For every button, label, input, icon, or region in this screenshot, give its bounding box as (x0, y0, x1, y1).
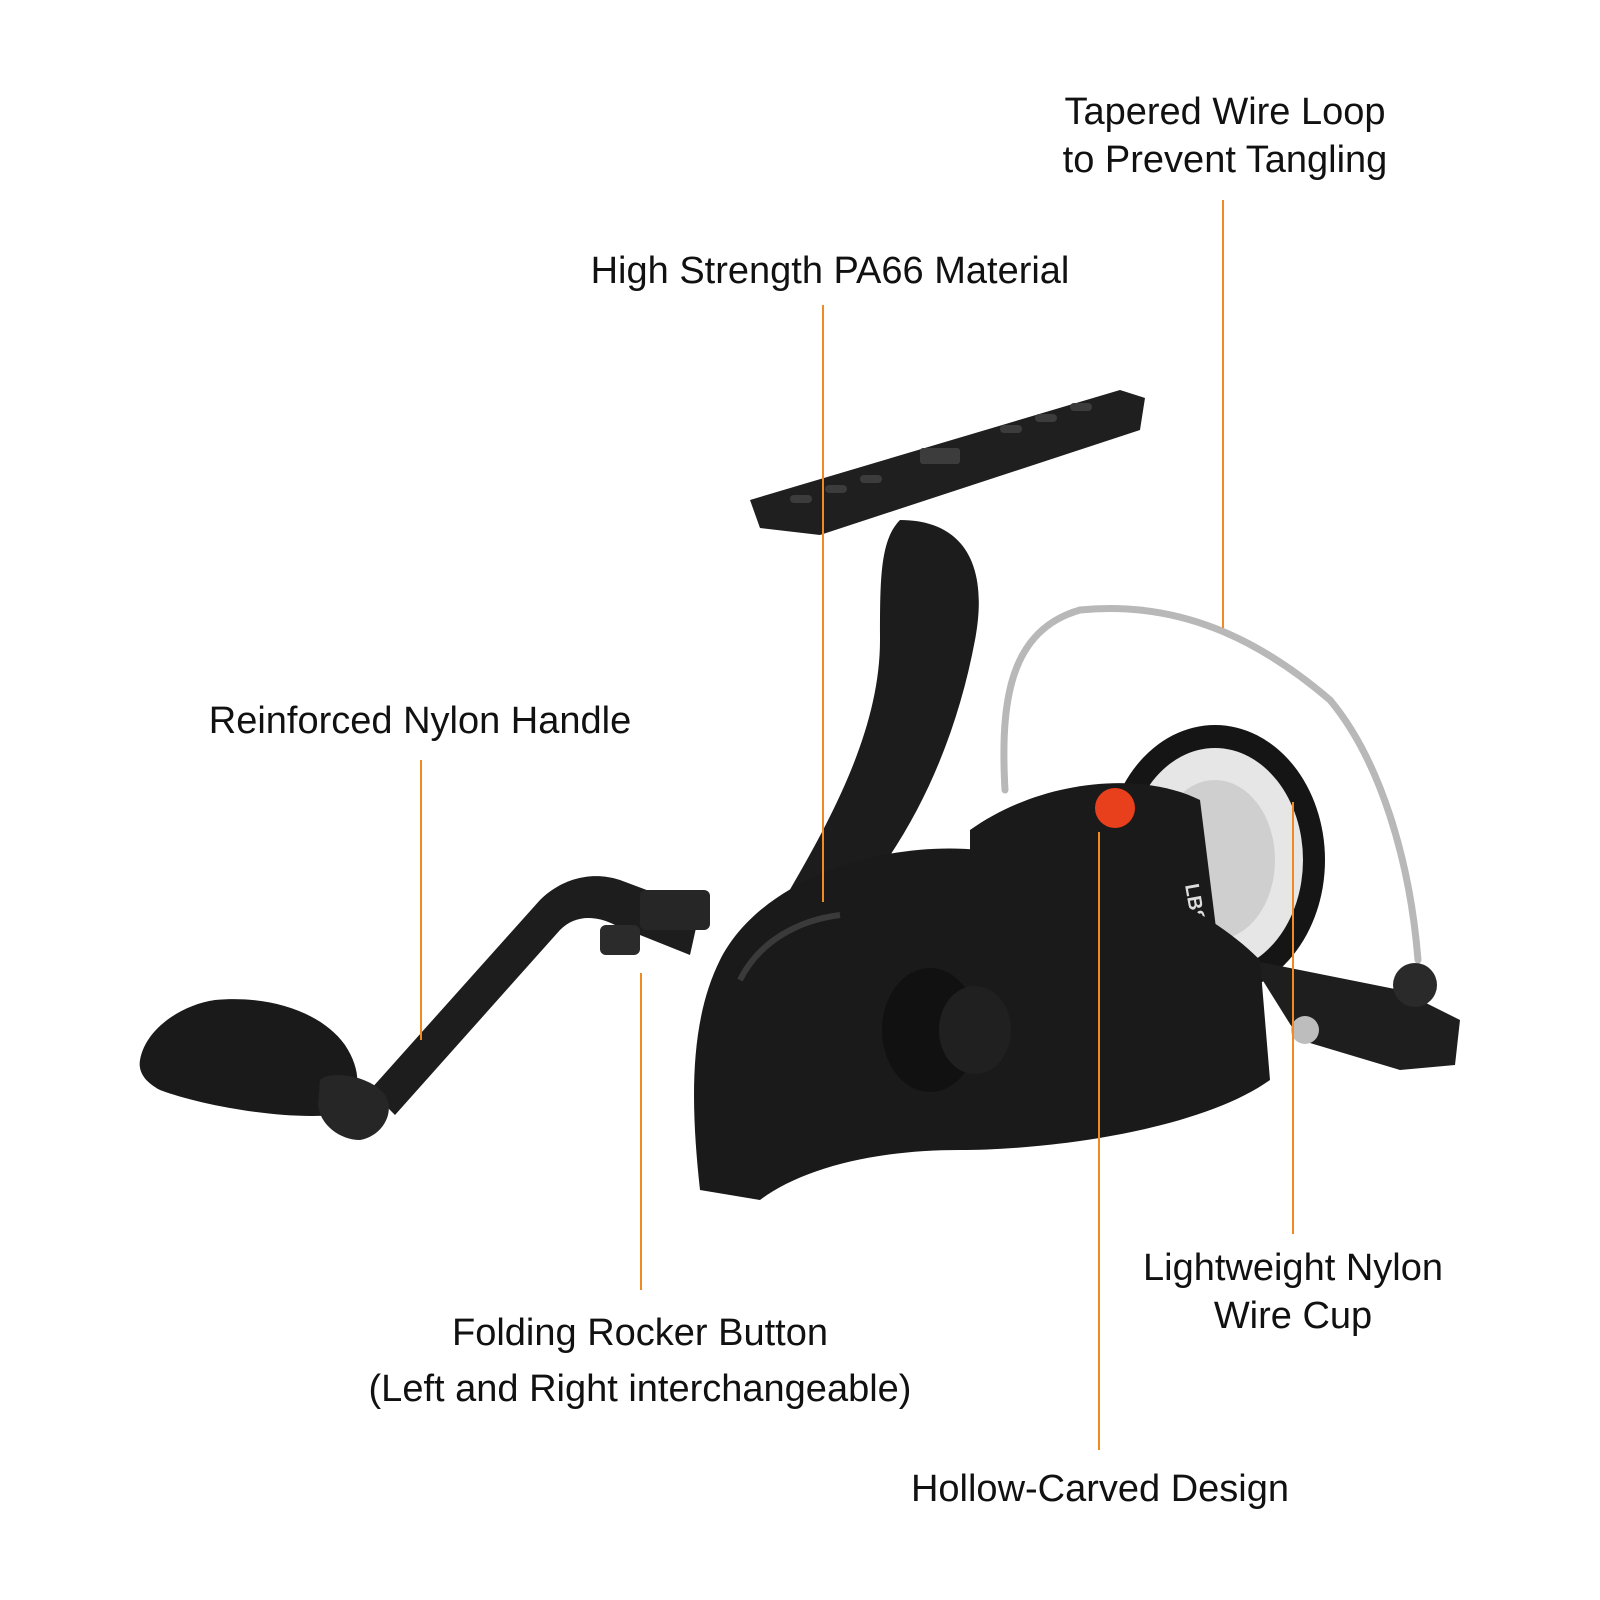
callout-cup-line1: Lightweight Nylon (1143, 1247, 1443, 1289)
callout-wire-loop: Tapered Wire Loop to Prevent Tangling (1030, 88, 1420, 184)
handle-knob (139, 999, 358, 1116)
callout-rocker-line1: Folding Rocker Button (452, 1312, 828, 1354)
drag-button (1095, 788, 1135, 828)
bail-roller (1393, 963, 1437, 1007)
callout-wire-loop-line2: to Prevent Tangling (1062, 139, 1388, 181)
callout-rocker: Folding Rocker Button (Left and Right in… (340, 1305, 940, 1417)
foot-grip-holes (790, 403, 1092, 503)
callout-material-line1: High Strength PA66 Material (590, 250, 1070, 292)
handle-hinge (640, 890, 710, 930)
bail-arm (1250, 960, 1460, 1070)
side-knob-cap (939, 986, 1011, 1074)
bail-wire (1000, 604, 1422, 964)
rocker-button (600, 925, 640, 955)
callout-rocker-line2: (Left and Right interchangeable) (368, 1368, 912, 1410)
bail-screw (1291, 1016, 1319, 1044)
callout-wire-loop-line1: Tapered Wire Loop (1064, 91, 1386, 133)
reel-stem (760, 520, 979, 960)
body-highlight (737, 912, 841, 982)
callout-handle: Reinforced Nylon Handle (195, 697, 645, 745)
callout-hollow-line1: Hollow-Carved Design (910, 1468, 1290, 1510)
callout-material: High Strength PA66 Material (560, 247, 1100, 295)
callout-hollow: Hollow-Carved Design (880, 1465, 1320, 1513)
callout-handle-line1: Reinforced Nylon Handle (208, 700, 632, 742)
callout-cup: Lightweight Nylon Wire Cup (1120, 1244, 1466, 1340)
callout-cup-line2: Wire Cup (1213, 1295, 1373, 1337)
handle-knob-cap (318, 1075, 389, 1140)
leader-lines (420, 200, 1294, 1450)
